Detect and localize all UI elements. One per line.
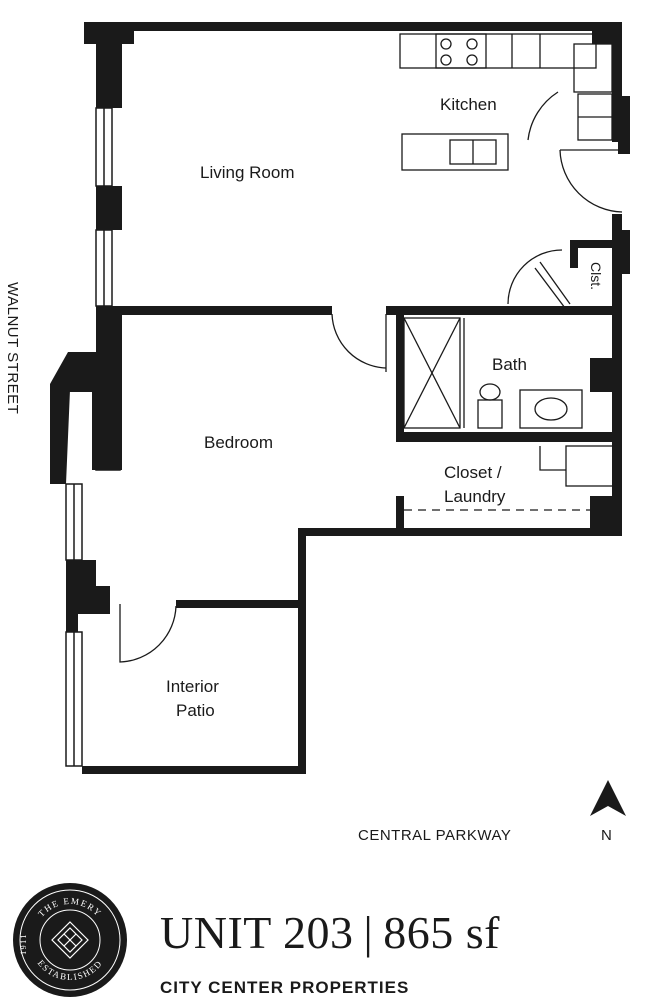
kitchen-label: Kitchen [440, 95, 497, 114]
bath-label: Bath [492, 355, 527, 374]
kitchen-fixtures [399, 33, 623, 213]
company-name: CITY CENTER PROPERTIES [160, 978, 410, 997]
closet-laundry-label-line1: Closet / [444, 463, 502, 482]
north-arrow: N [590, 780, 626, 844]
walnut-street-label: WALNUT STREET [4, 282, 21, 414]
patio-label-line2: Patio [176, 701, 215, 720]
doors [119, 313, 615, 663]
living-room-label: Living Room [200, 163, 295, 182]
central-parkway-label: CENTRAL PARKWAY [358, 827, 511, 844]
unit-area: 865 sf [383, 907, 500, 958]
unit-title: UNIT 203|865 sf [160, 906, 500, 959]
windows [65, 107, 121, 767]
patio-label-line1: Interior [166, 677, 219, 696]
unit-name: UNIT 203 [160, 907, 354, 958]
the-emery-seal-logo: THE EMERY ESTABLISHED 1911 [13, 883, 127, 997]
diamond-emblem-icon [51, 921, 89, 959]
svg-text:1911: 1911 [19, 933, 28, 955]
svg-text:WALNUT STREET: WALNUT STREET [4, 282, 21, 414]
north-label: N [601, 827, 612, 844]
north-arrow-icon [590, 780, 626, 816]
walls [50, 22, 630, 774]
unit-separator: | [363, 907, 374, 958]
bath-fixtures [403, 249, 583, 429]
floor-plan: WALNUT STREET Living Room Kitchen Clst. … [4, 22, 630, 844]
closet-laundry-label-line2: Laundry [444, 487, 506, 506]
bedroom-label: Bedroom [204, 433, 273, 452]
closet-label: Clst. [588, 262, 604, 290]
